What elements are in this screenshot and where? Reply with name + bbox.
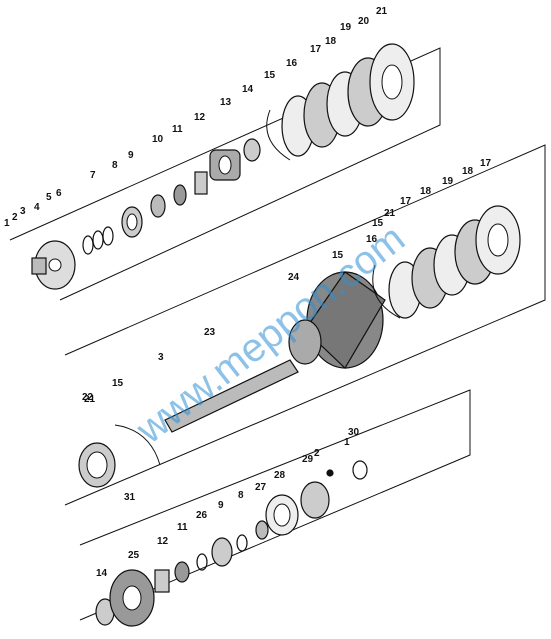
bearing-14 bbox=[243, 138, 261, 162]
callout-18: 18 bbox=[462, 166, 474, 177]
callout-17: 17 bbox=[480, 158, 492, 169]
callout-27: 27 bbox=[255, 482, 267, 493]
bearing-9b bbox=[211, 537, 233, 567]
clutch-plates-2 bbox=[388, 205, 521, 319]
callout-7: 7 bbox=[90, 170, 96, 181]
panel-1-parts bbox=[31, 43, 415, 290]
clutch-plates bbox=[281, 43, 415, 157]
gear-13 bbox=[209, 149, 241, 181]
callout-5: 5 bbox=[46, 192, 52, 203]
callout-14: 14 bbox=[242, 84, 254, 95]
callout-15: 15 bbox=[264, 70, 276, 81]
callout-26: 26 bbox=[196, 510, 208, 521]
callout-8: 8 bbox=[238, 490, 244, 501]
screw-1-2 bbox=[326, 469, 334, 477]
snap-ring-15b bbox=[114, 424, 161, 466]
callout-4: 4 bbox=[34, 202, 40, 213]
gear-25 bbox=[109, 569, 155, 627]
callout-15: 15 bbox=[332, 250, 344, 261]
callout-21: 21 bbox=[384, 208, 396, 219]
callout-24: 24 bbox=[288, 272, 300, 283]
callout-15: 15 bbox=[372, 218, 384, 229]
callout-3: 3 bbox=[20, 206, 26, 217]
callout-10: 10 bbox=[152, 134, 164, 145]
callout-21: 21 bbox=[84, 394, 96, 405]
callout-14: 14 bbox=[96, 568, 108, 579]
callout-12: 12 bbox=[157, 536, 169, 547]
callout-3: 3 bbox=[158, 352, 164, 363]
callout-17: 17 bbox=[400, 196, 412, 207]
flange-29 bbox=[300, 481, 330, 519]
callout-17: 17 bbox=[310, 44, 322, 55]
bearing-11 bbox=[173, 184, 187, 206]
callout-16: 16 bbox=[366, 234, 378, 245]
plate-28 bbox=[265, 494, 299, 536]
gear-23 bbox=[288, 319, 322, 365]
callout-20: 20 bbox=[358, 16, 370, 27]
bearing-11b bbox=[174, 561, 190, 583]
panel-2-parts bbox=[78, 205, 521, 488]
seal-rings bbox=[82, 226, 114, 255]
callout-9: 9 bbox=[218, 500, 224, 511]
callout-19: 19 bbox=[442, 176, 454, 187]
callout-9: 9 bbox=[128, 150, 134, 161]
callout-19: 19 bbox=[340, 22, 352, 33]
ring-26 bbox=[196, 553, 208, 571]
callout-1: 1 bbox=[4, 218, 10, 229]
needle-bearing-12b bbox=[154, 569, 170, 593]
panel-3-parts bbox=[95, 460, 368, 627]
callout-2: 2 bbox=[12, 212, 18, 223]
ring-8b bbox=[236, 534, 248, 552]
snap-ring-15 bbox=[266, 109, 291, 161]
callout-18: 18 bbox=[325, 36, 337, 47]
callout-1: 1 bbox=[344, 437, 350, 448]
ring-30 bbox=[352, 460, 368, 480]
callout-16: 16 bbox=[286, 58, 298, 69]
callout-31: 31 bbox=[124, 492, 136, 503]
flange-yoke bbox=[31, 240, 76, 290]
callout-23: 23 bbox=[204, 327, 216, 338]
callout-21: 21 bbox=[376, 6, 388, 17]
needle-bearing-12 bbox=[194, 171, 208, 195]
callout-22: 22 bbox=[82, 392, 94, 403]
snap-ring-15c bbox=[372, 264, 401, 319]
callout-13: 13 bbox=[220, 97, 232, 108]
callout-2: 2 bbox=[314, 448, 320, 459]
callout-11: 11 bbox=[177, 522, 188, 533]
callout-29: 29 bbox=[302, 454, 314, 465]
callout-30: 30 bbox=[348, 427, 360, 438]
callout-11: 11 bbox=[172, 124, 183, 135]
bearing-9 bbox=[121, 206, 143, 238]
ring-27 bbox=[255, 520, 269, 540]
callout-12: 12 bbox=[194, 112, 206, 123]
callout-15: 15 bbox=[112, 378, 124, 389]
callout-25: 25 bbox=[128, 550, 140, 561]
callout-8: 8 bbox=[112, 160, 118, 171]
callout-6: 6 bbox=[56, 188, 62, 199]
main-shaft-22 bbox=[164, 359, 299, 433]
panel-frames bbox=[9, 47, 546, 621]
callout-18: 18 bbox=[420, 186, 432, 197]
bearing-10 bbox=[150, 194, 166, 218]
seal-31 bbox=[78, 442, 116, 488]
clutch-drum-24 bbox=[304, 271, 386, 369]
callout-28: 28 bbox=[274, 470, 286, 481]
